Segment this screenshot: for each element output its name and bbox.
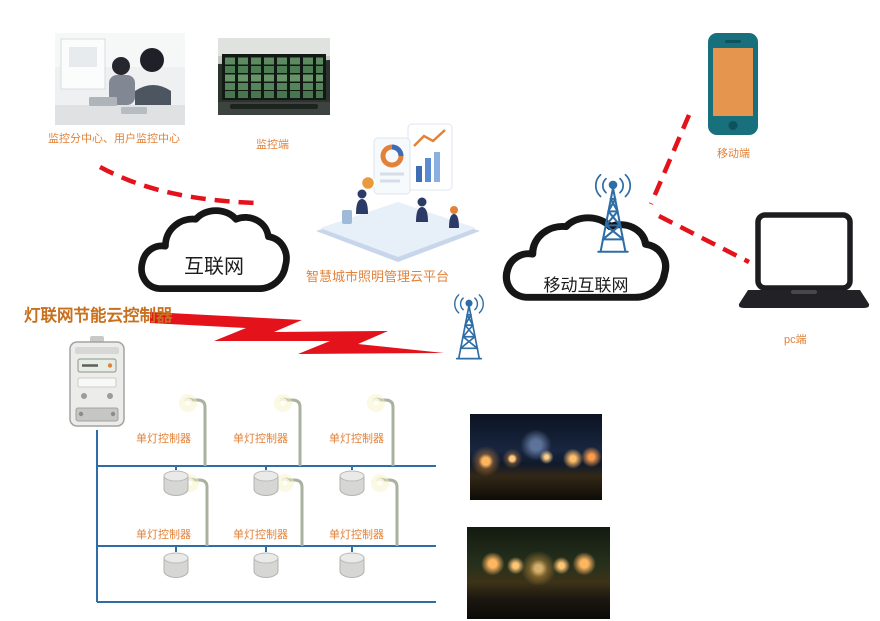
street-lamp-icon	[177, 394, 221, 471]
lamp-controller-cylinder-icon	[161, 550, 191, 585]
cloud-shape-icon	[138, 207, 290, 293]
street-night-photo-1	[470, 414, 602, 500]
street-lamp-icon	[274, 474, 318, 551]
monitoring-terminal-photo	[218, 38, 330, 115]
cloud-platform-illustration	[312, 110, 484, 262]
energy-meter-shape	[69, 336, 125, 427]
phone-speaker	[725, 40, 741, 43]
street-lamp-icon	[365, 394, 409, 471]
lamp-controller-label: 单灯控制器	[329, 529, 384, 541]
power-network-lines	[96, 430, 436, 603]
signal-tower-icon	[578, 170, 648, 262]
mobile-internet-cloud-label: 移动互联网	[543, 276, 629, 295]
antenna-mast	[594, 173, 632, 253]
red-dashed-link-cloud-to-pc	[657, 213, 751, 265]
lamp-controller-label: 单灯控制器	[136, 433, 191, 445]
lamp-controller-cylinder-icon	[337, 468, 367, 503]
lamp-controller-label: 单灯控制器	[136, 529, 191, 541]
street-lamp-icon	[369, 474, 413, 551]
lamp-controller-label: 单灯控制器	[233, 529, 288, 541]
mobile-phone-icon	[708, 33, 758, 135]
laptop-shape	[738, 212, 870, 308]
monitoring-center-photo	[55, 33, 185, 125]
office-scene-illustration	[55, 33, 185, 125]
lamp-controller-cylinder-icon	[161, 468, 191, 503]
lamp-controller-cylinder-icon	[251, 468, 281, 503]
mobile-internet-cloud: 移动互联网	[497, 207, 675, 315]
lightning-bolt-icon	[150, 312, 444, 354]
cloud-controller-device-icon	[64, 336, 130, 432]
street-lamp-icon	[272, 394, 316, 471]
phone-home-button	[728, 121, 738, 130]
internet-cloud: 互联网	[133, 200, 295, 306]
laptop-icon	[736, 212, 870, 314]
cloud-platform-label: 智慧城市照明管理云平台	[306, 269, 450, 284]
controller-drop-lines	[175, 466, 353, 552]
control-room-illustration	[218, 38, 330, 115]
pc-terminal-label: pc端	[784, 334, 807, 346]
monitoring-center-label: 监控分中心、用户监控中心	[48, 133, 180, 145]
isometric-platform-icon	[316, 123, 480, 262]
cloud-controller-title: 灯联网节能云控制器	[24, 307, 173, 325]
red-dashed-link-monitoring-to-internet	[98, 165, 257, 206]
cloud-shape-icon	[502, 214, 670, 301]
lamp-controller-label: 单灯控制器	[329, 433, 384, 445]
monitoring-terminal-label: 监控端	[256, 139, 289, 151]
internet-cloud-label: 互联网	[184, 256, 244, 278]
lamp-controller-cylinder-icon	[337, 550, 367, 585]
lamp-controller-label: 单灯控制器	[233, 433, 288, 445]
street-night-photo-2	[467, 527, 610, 619]
signal-tower-icon	[440, 292, 498, 366]
red-dashed-link-mobile-to-cloud	[648, 114, 692, 205]
phone-screen	[713, 48, 753, 116]
mobile-terminal-label: 移动端	[717, 148, 750, 160]
antenna-mast	[454, 294, 484, 360]
lamp-controller-cylinder-icon	[251, 550, 281, 585]
